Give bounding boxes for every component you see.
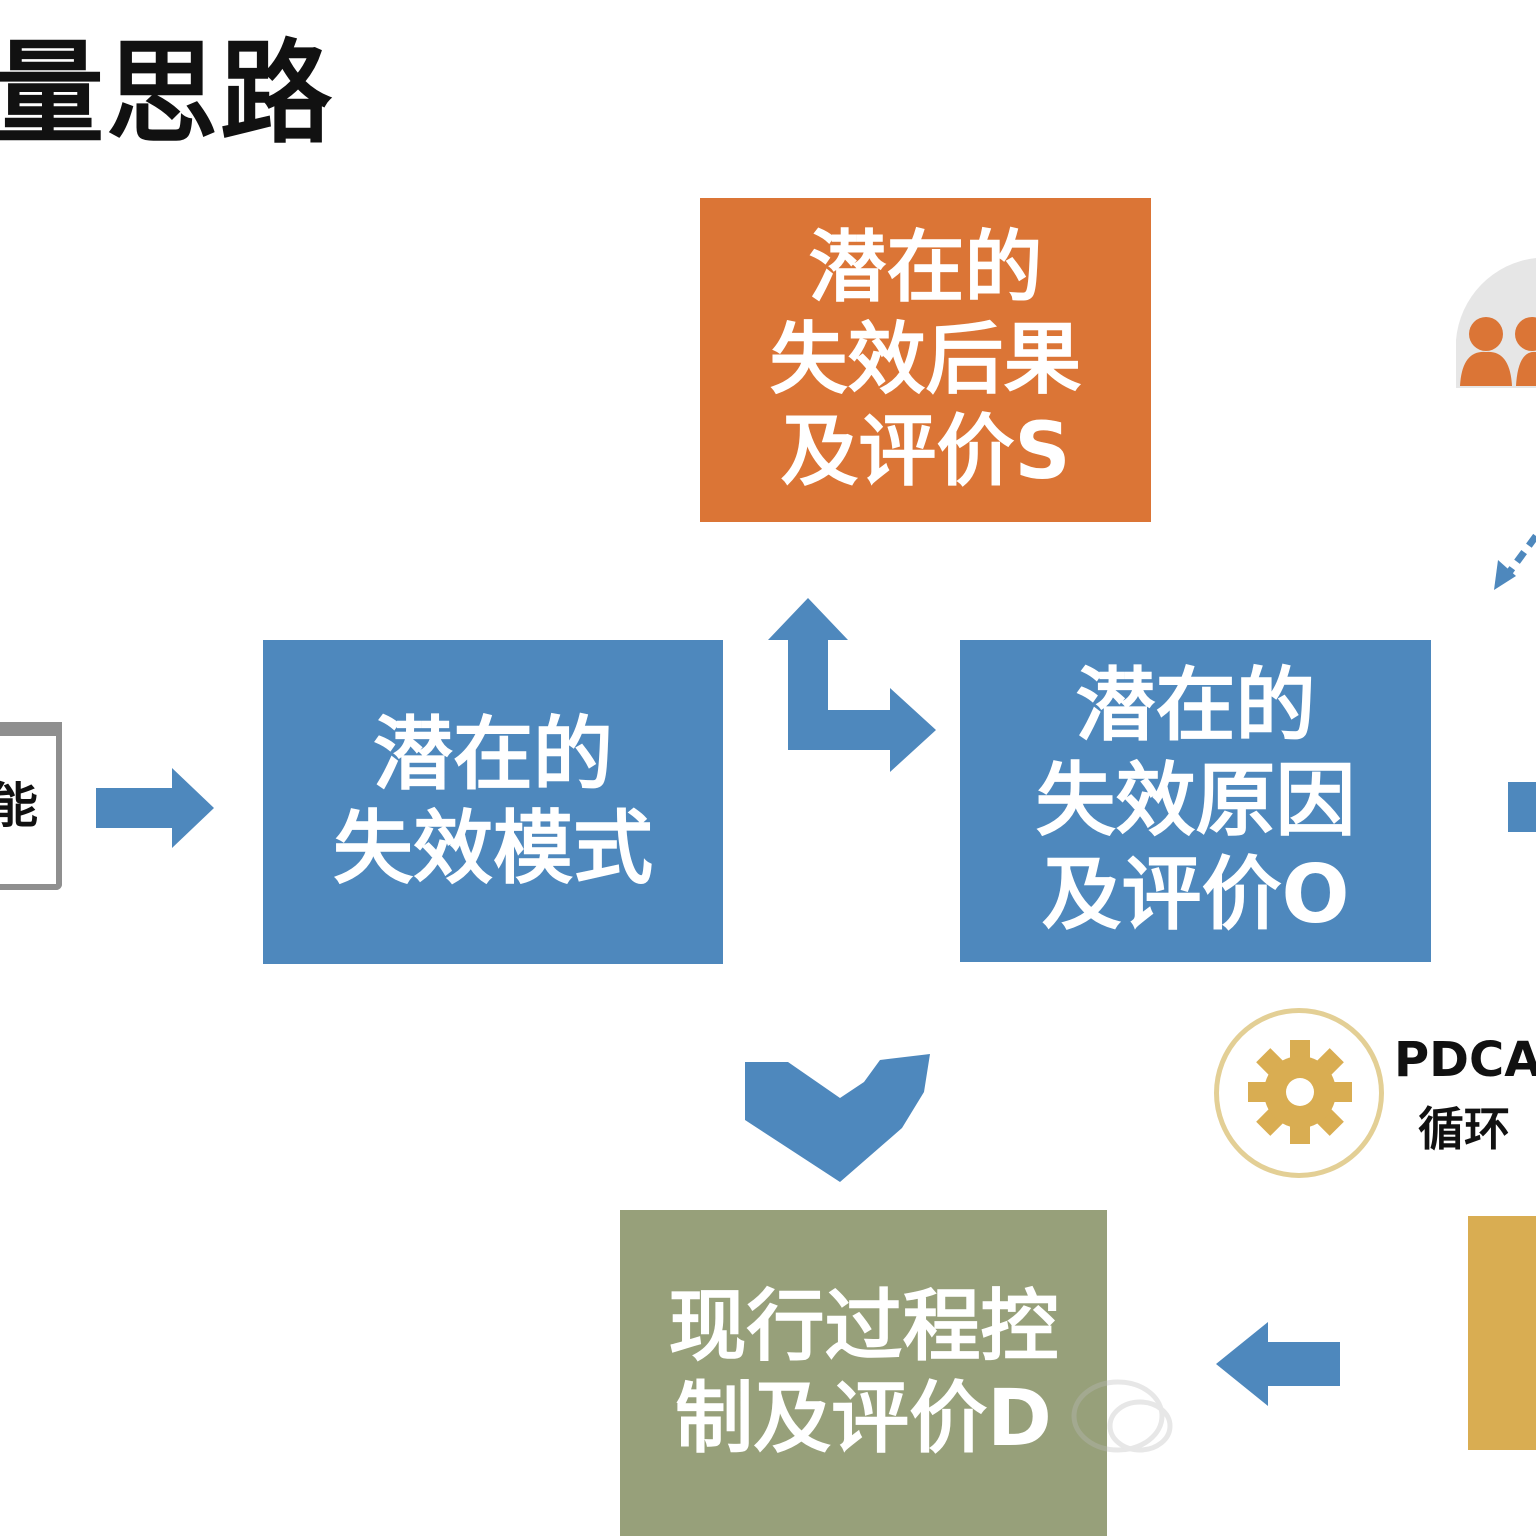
failure-causes-box: 潜在的 失效原因 及评价O — [960, 640, 1431, 962]
failure-effects-box: 潜在的 失效后果 及评价S — [700, 198, 1151, 522]
bent-arrow-icon — [768, 598, 936, 772]
page-title: 量思路 — [0, 29, 334, 159]
modes-line-1: 潜在的 — [373, 707, 613, 801]
causes-line-2: 失效原因 — [1035, 753, 1356, 847]
arrow-left-icon — [1216, 1322, 1340, 1406]
modes-line-2: 失效模式 — [333, 802, 653, 895]
left-partial-box: 能 — [0, 722, 62, 890]
effects-line-1: 潜在的 — [808, 222, 1043, 313]
effects-line-2: 失效后果 — [769, 314, 1082, 405]
people-icon — [1456, 258, 1536, 388]
right-partial-gold-box — [1468, 1216, 1536, 1450]
arrow-right-icon — [96, 768, 214, 848]
left-partial-label: 能 — [0, 778, 38, 834]
current-control-box: 现行过程控 制及评价D — [620, 1210, 1107, 1536]
right-partial-blue-box — [1508, 782, 1536, 832]
causes-line-1: 潜在的 — [1075, 659, 1316, 753]
pdca-label: PDCA — [1394, 1032, 1536, 1088]
pdca-sublabel: 循环 — [1418, 1102, 1510, 1156]
effects-line-3: 及评价S — [780, 407, 1071, 498]
causes-line-3: 及评价O — [1041, 848, 1350, 942]
dashed-arrow-icon — [1494, 533, 1536, 590]
failure-modes-box: 潜在的 失效模式 — [263, 640, 723, 964]
v-arrow-icon — [745, 1054, 930, 1182]
control-line-2: 制及评价D — [675, 1374, 1052, 1464]
gear-icon — [1248, 1040, 1352, 1144]
control-line-1: 现行过程控 — [668, 1281, 1059, 1372]
watermark-logo — [1071, 1379, 1173, 1453]
